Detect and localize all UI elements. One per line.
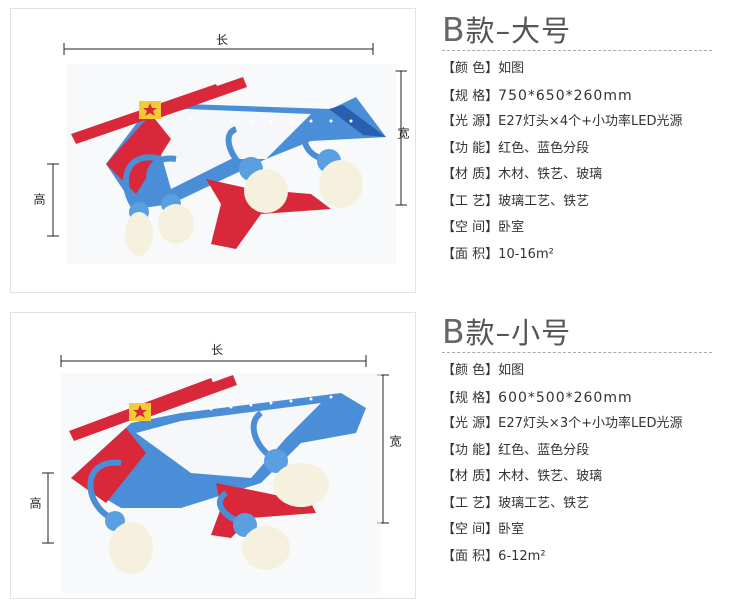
spec-row-function: 【功 能】红色、蓝色分段: [442, 442, 590, 458]
variant-panel-large: 长 宽 高 B款–大号 【颜 色】如图 【规 格】750*650*260mm 【…: [0, 0, 750, 300]
dim-length-label: 长: [211, 343, 224, 357]
spec-row-function: 【功 能】红色、蓝色分段: [442, 140, 590, 156]
lamp-shade-1: [122, 154, 162, 256]
airplane-lamp-illustration: [47, 43, 407, 264]
nose-red: [106, 114, 171, 194]
product-photo-small: 长 宽 高: [10, 312, 416, 599]
spec-row-size: 【规 格】600*500*260mm: [442, 389, 633, 406]
lamp-shade-2: [250, 410, 329, 507]
spec-block-small: B款–小号 【颜 色】如图 【规 格】600*500*260mm 【光 源】E2…: [442, 312, 732, 570]
spec-row-color: 【颜 色】如图: [442, 61, 525, 76]
dim-width-label: 宽: [396, 127, 410, 139]
dashed-divider: [442, 352, 712, 353]
lamp-shade-3: [216, 490, 290, 570]
spec-row-area: 【面 积】6-12m²: [442, 548, 546, 564]
spec-block-large: B款–大号 【颜 色】如图 【规 格】750*650*260mm 【光 源】E2…: [442, 10, 732, 268]
spec-row-space: 【空 间】卧室: [442, 522, 525, 537]
spec-row-space: 【空 间】卧室: [442, 220, 525, 235]
dim-length-label: 长: [216, 33, 229, 47]
product-photo-large: 长 宽 高: [10, 8, 416, 293]
lamp-shade-2: [146, 155, 194, 244]
spec-list: 【颜 色】如图 【规 格】600*500*260mm 【光 源】E27灯头×3个…: [442, 358, 732, 570]
dashed-divider: [442, 50, 712, 51]
spec-title: B款–小号: [442, 312, 732, 352]
lamp-shade-4: [301, 126, 363, 208]
spec-row-craft: 【工 艺】玻璃工艺、铁艺: [442, 193, 590, 209]
dim-height-label: 高: [32, 193, 46, 205]
spec-title-text: 款–小号: [465, 316, 572, 350]
spec-row-material: 【材 质】木材、铁艺、玻璃: [442, 469, 603, 484]
spec-list: 【颜 色】如图 【规 格】750*650*260mm 【光 源】E27灯头×4个…: [442, 56, 732, 268]
spec-title: B款–大号: [442, 10, 732, 50]
dim-width-label: 宽: [388, 435, 402, 447]
red-wing: [206, 179, 331, 249]
spec-row-material: 【材 质】木材、铁艺、玻璃: [442, 167, 603, 182]
spec-row-light-source: 【光 源】E27灯头×4个+小功率LED光源: [442, 114, 683, 129]
airplane-lamp-illustration: [42, 355, 389, 593]
spec-row-light-source: 【光 源】E27灯头×3个+小功率LED光源: [442, 416, 683, 431]
fuselage-top-panel: [136, 403, 321, 478]
spec-title-text: 款–大号: [465, 14, 572, 48]
variant-panel-small: 长 宽 高 B款–小号 【颜 色】如图 【规 格】600*500*260mm 【…: [0, 302, 750, 603]
spec-title-letter: B: [442, 10, 466, 49]
lamp-shade-1: [87, 459, 153, 574]
spec-row-size: 【规 格】750*650*260mm: [442, 87, 633, 104]
spec-row-color: 【颜 色】如图: [442, 363, 525, 378]
dim-height-label: 高: [28, 497, 42, 509]
spec-row-craft: 【工 艺】玻璃工艺、铁艺: [442, 495, 590, 511]
spec-row-area: 【面 积】10-16m²: [442, 246, 554, 262]
lamp-shade-3: [225, 126, 288, 213]
spec-title-letter: B: [442, 312, 466, 351]
